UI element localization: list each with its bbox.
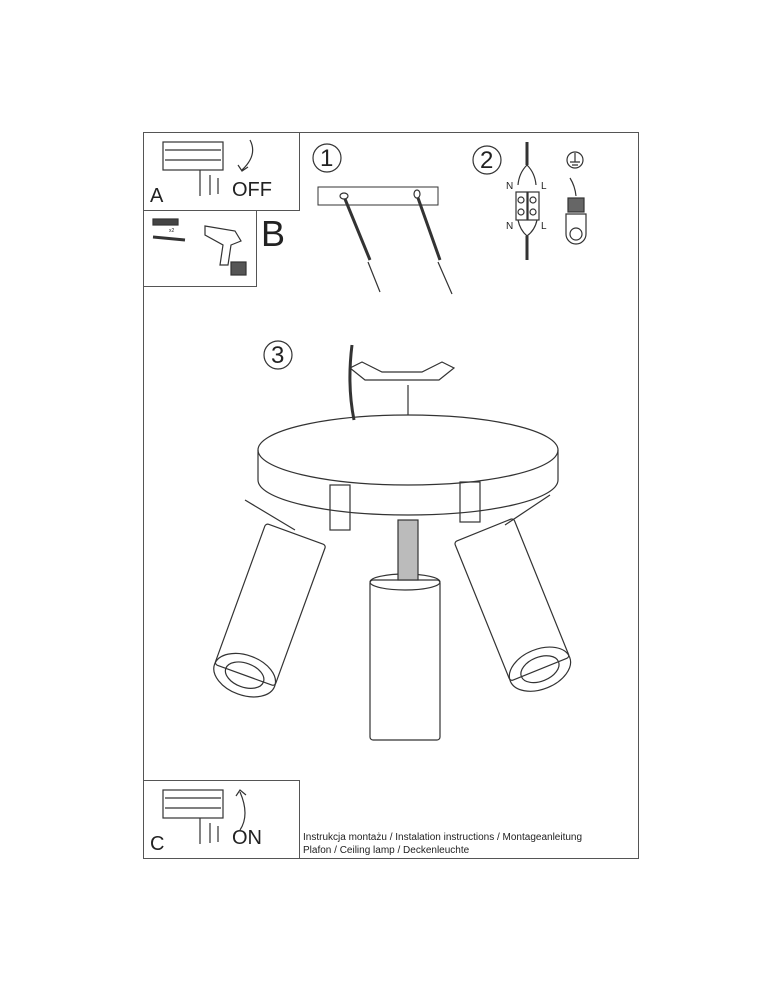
step-c-power-on-box: C ON: [143, 780, 300, 859]
instruction-frame: [143, 132, 639, 859]
live-label-bottom: L: [541, 221, 547, 232]
live-label-top: L: [541, 181, 547, 192]
plug-quantity: x2: [169, 228, 175, 234]
step-2-number: 2: [480, 147, 494, 174]
neutral-label-bottom: N: [506, 221, 514, 232]
step-a-letter: A: [150, 185, 164, 207]
footer-title: Instrukcja montażu / Instalation instruc…: [303, 832, 583, 843]
step-b-letter: B: [261, 213, 286, 254]
step-1-number: 1: [320, 145, 334, 172]
neutral-label-top: N: [506, 181, 514, 192]
step-c-letter: C: [150, 833, 165, 855]
step-a-power-off-box: A OFF: [143, 132, 300, 211]
off-label: OFF: [232, 179, 272, 201]
step3-lamp-drawing: [213, 340, 572, 741]
step2-wiring-drawing: [472, 142, 587, 260]
footer-subtitle: Plafon / Ceiling lamp / Deckenleuchte: [303, 845, 470, 856]
step-3-number: 3: [271, 342, 285, 369]
on-label: ON: [232, 827, 262, 849]
step-b-tools-box: x2 B: [143, 210, 285, 287]
step1-ceiling-mount-drawing: [312, 143, 453, 295]
